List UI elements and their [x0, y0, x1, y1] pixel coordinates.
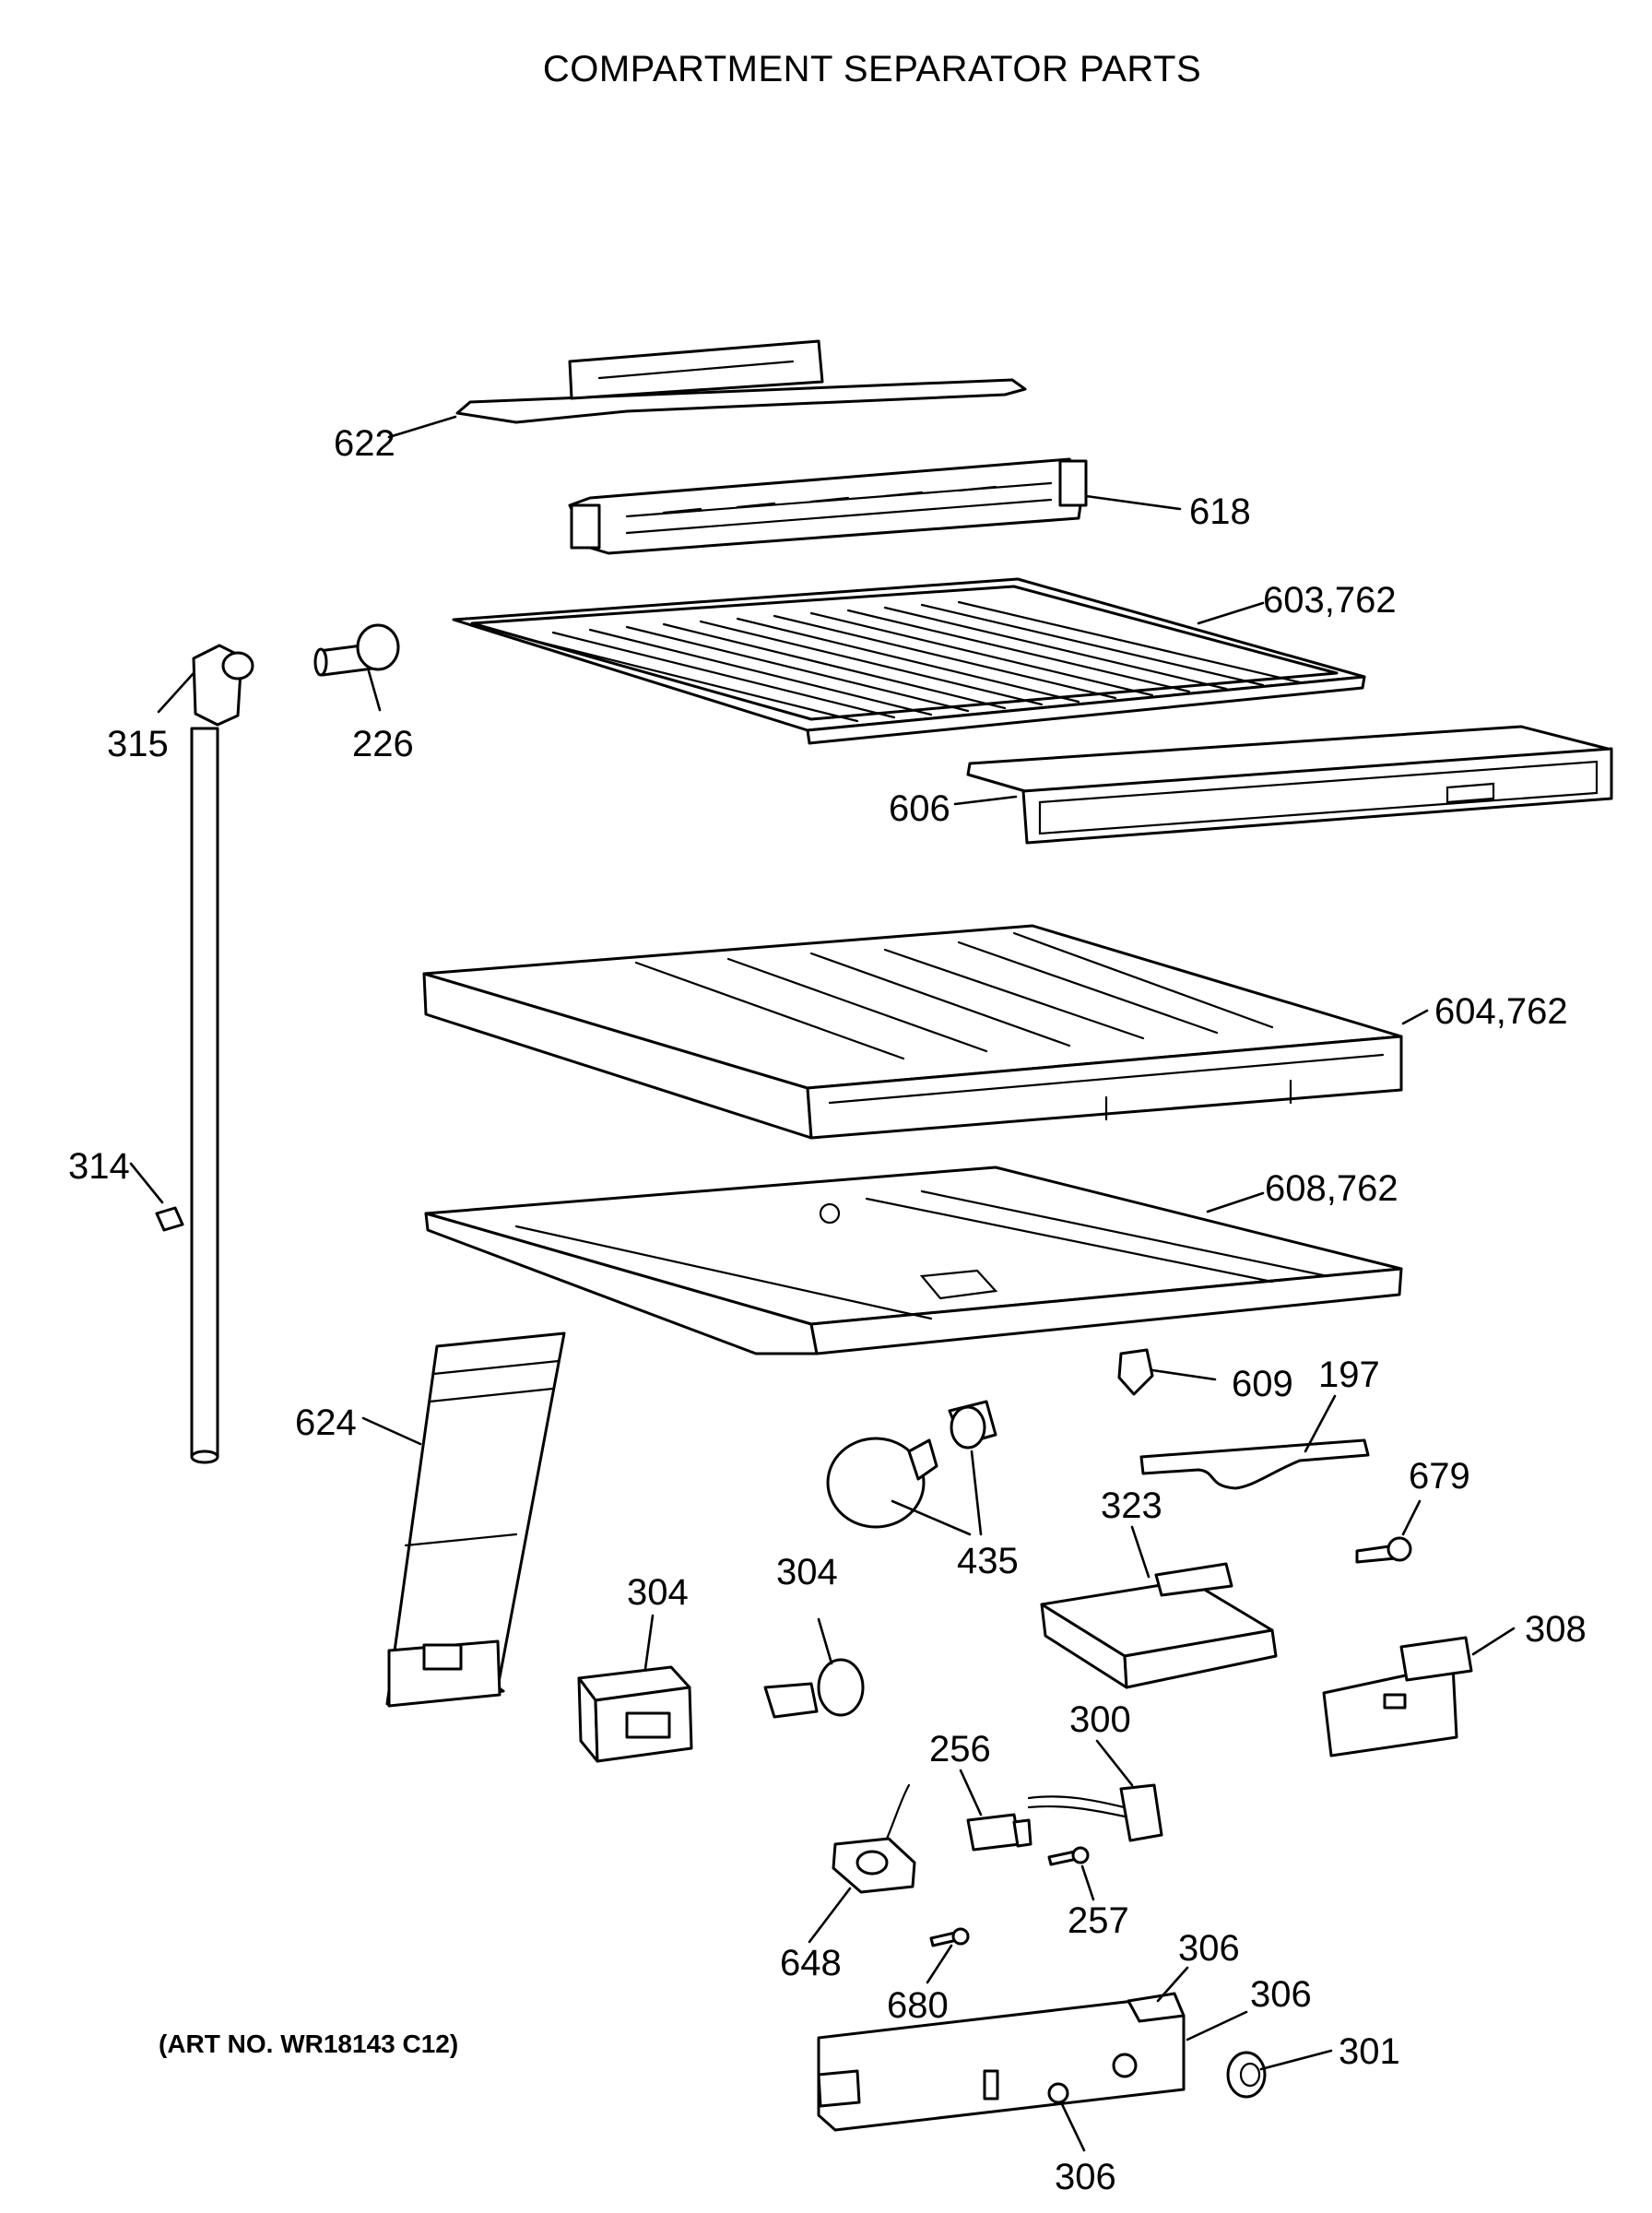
part-604-shelf [422, 924, 1403, 1140]
callout-label: 304 [776, 1552, 838, 1592]
callout-label: 197 [1318, 1355, 1380, 1395]
callout-label: 306 [1055, 2157, 1116, 2197]
part-306-control-housing [817, 1992, 1186, 2132]
part-648-module [832, 1783, 916, 1894]
part-226-plug [313, 623, 400, 677]
callout-label: 680 [887, 1985, 949, 2026]
part-300-switch [1027, 1783, 1163, 1842]
callout-label: 648 [780, 1943, 842, 1983]
callout-label: 603,762 [1263, 580, 1397, 621]
part-606-front-rail [966, 725, 1613, 845]
part-256-switch [966, 1813, 1032, 1852]
part-306-grommet [1047, 2082, 1069, 2104]
part-323-housing [1040, 1562, 1278, 1689]
callout-label: 304 [627, 1572, 689, 1613]
callout-label: 622 [334, 423, 395, 464]
part-304-control-knob [763, 1658, 865, 1719]
callout-label: 256 [929, 1729, 991, 1769]
callout-label: 308 [1525, 1609, 1587, 1650]
callout-label: 301 [1339, 2031, 1400, 2072]
part-603-wire-shelf [452, 577, 1366, 745]
callout-label: 314 [68, 1146, 130, 1187]
callout-label: 257 [1068, 1900, 1129, 1941]
diagram-title: COMPARTMENT SEPARATOR PARTS [543, 49, 1201, 89]
callout-label: 323 [1101, 1485, 1162, 1526]
part-435-socket [948, 1400, 997, 1450]
part-304-control-box [577, 1665, 693, 1763]
callout-label: 606 [889, 788, 950, 829]
part-308-bracket [1322, 1636, 1473, 1757]
part-197-ribbon-cable [1139, 1438, 1370, 1490]
part-301-knob [1226, 2051, 1267, 2099]
callout-label: 679 [1409, 1456, 1470, 1497]
callout-label: 300 [1069, 1699, 1131, 1740]
part-618-bracket [568, 457, 1088, 555]
part-624-divider [385, 1331, 566, 1708]
part-609-connector [1117, 1348, 1154, 1396]
callout-label: 306 [1178, 1928, 1240, 1969]
leader-lines [129, 415, 1516, 2152]
callout-label: 306 [1250, 1974, 1312, 2015]
art-number: (ART NO. WR18143 C12) [159, 2030, 458, 2058]
part-680-screw [929, 1927, 970, 1947]
callout-label: 315 [107, 724, 169, 764]
callout-label: 618 [1189, 491, 1251, 532]
callout-label: 609 [1232, 1364, 1293, 1404]
callout-label: 624 [295, 1402, 357, 1443]
part-257-screw [1047, 1846, 1090, 1866]
callout-label: 604,762 [1434, 991, 1568, 1032]
callout-label: 608,762 [1265, 1168, 1398, 1209]
callout-label: 435 [957, 1541, 1019, 1581]
part-622-top-panel [455, 339, 1027, 424]
callout-label: 226 [352, 724, 414, 764]
part-315-hinge-rod [190, 644, 254, 1464]
callout-labels: 622 618 603,762 315 226 606 604,762 314 … [68, 423, 1587, 2197]
part-679-screw [1355, 1536, 1412, 1564]
part-314-clip [155, 1206, 184, 1232]
part-608-shelf [424, 1166, 1403, 1355]
